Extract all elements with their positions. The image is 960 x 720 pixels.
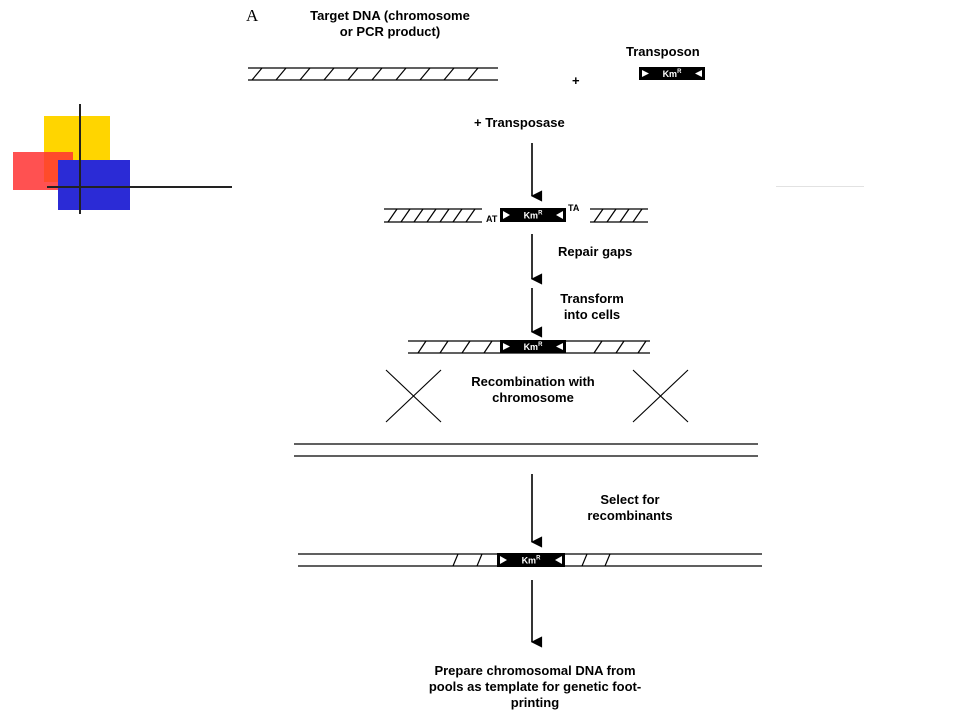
left-end-arrow-icon <box>642 70 649 77</box>
strand-hatch <box>461 340 471 354</box>
strand-hatch <box>400 208 411 223</box>
strand-hatch <box>632 208 643 223</box>
vertical-rule <box>79 104 81 214</box>
transposon-label: Transposon <box>626 44 700 59</box>
right-end-arrow-icon <box>555 556 562 564</box>
strand-hatch <box>419 67 431 81</box>
strand-hatch <box>465 208 476 223</box>
repair-gaps-label: Repair gaps <box>558 244 633 259</box>
strand-hatch <box>275 67 287 81</box>
strand-hatch <box>413 208 424 223</box>
km-label: KmR <box>524 211 544 221</box>
strand-hatch <box>417 340 427 354</box>
repaired-strand: KmR <box>408 340 650 354</box>
left-end-arrow-icon <box>500 556 507 564</box>
strand-hatch <box>593 208 604 223</box>
prepare-label: Prepare chromosomal DNA from pools as te… <box>428 663 642 710</box>
strand-hatch <box>395 67 407 81</box>
right-end-arrow-icon <box>556 343 563 350</box>
plus-sign: + <box>572 73 580 88</box>
chromosome-strand <box>294 443 758 457</box>
right-end-arrow-icon <box>695 70 702 77</box>
right-end-label: TA <box>568 203 580 213</box>
target-dna-label: Target DNA (chromosome or PCR product) <box>310 8 470 39</box>
strand-hatch <box>347 67 359 81</box>
right-faint-rule <box>776 186 864 187</box>
target-dna-strand <box>248 67 498 81</box>
transform-label: Transform into cells <box>560 291 624 322</box>
strand-hatch <box>619 208 630 223</box>
left-end-label: AT <box>486 214 498 224</box>
crossover-left <box>385 369 442 423</box>
transposase-label: + Transposase <box>474 115 565 130</box>
km-label: KmR <box>524 342 544 352</box>
strand-hatch <box>637 340 647 354</box>
strand-hatch <box>452 208 463 223</box>
panel-letter: A <box>246 6 259 25</box>
left-end-arrow-icon <box>503 211 510 219</box>
strand-hatch <box>593 340 603 354</box>
strand-hatch <box>251 67 263 81</box>
horizontal-rule <box>47 186 232 188</box>
strand-hatch <box>467 67 479 81</box>
transposon-element: KmR <box>639 67 705 80</box>
strand-hatch <box>439 340 449 354</box>
crossover-right <box>632 369 689 423</box>
strand-hatch <box>615 340 625 354</box>
strand-hatch <box>323 67 335 81</box>
right-end-arrow-icon <box>556 211 563 219</box>
strand-hatch <box>443 67 455 81</box>
strand-hatch <box>426 208 437 223</box>
strand-hatch <box>606 208 617 223</box>
strand-hatch <box>439 208 450 223</box>
km-label: KmR <box>663 69 683 79</box>
strand-hatch <box>371 67 383 81</box>
strand-hatch <box>299 67 311 81</box>
left-end-arrow-icon <box>503 343 510 350</box>
insertion-strand: KmR AT TA <box>384 203 648 224</box>
km-label: KmR <box>522 556 542 566</box>
strand-hatch <box>387 208 398 223</box>
strand-hatch <box>483 340 493 354</box>
recombination-label: Recombination with chromosome <box>471 374 595 405</box>
recombinant-strand: KmR <box>298 553 762 567</box>
blue-square <box>58 160 130 210</box>
select-label: Select for recombinants <box>587 492 673 523</box>
